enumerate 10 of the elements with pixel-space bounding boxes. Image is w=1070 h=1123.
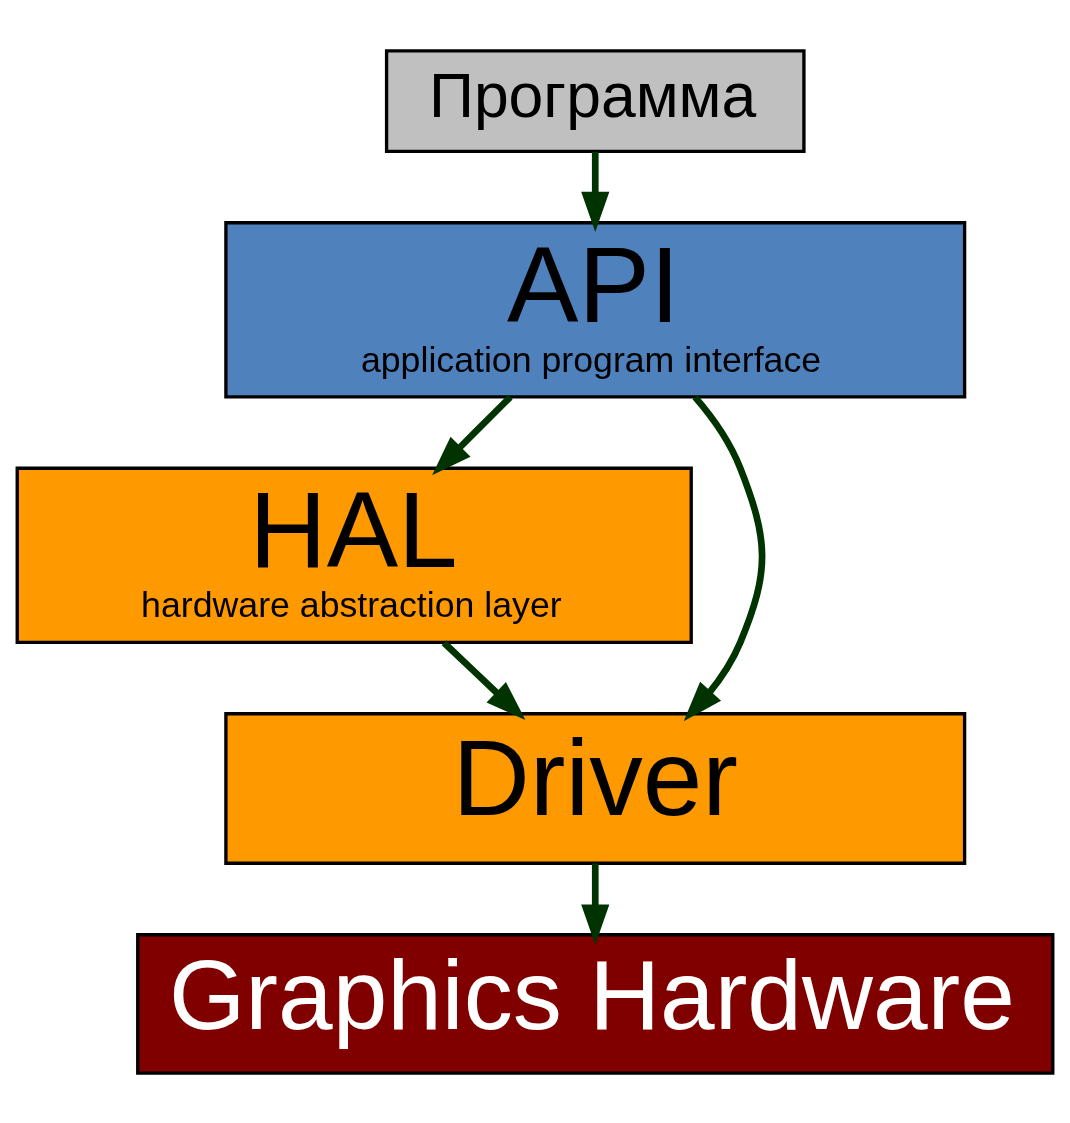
node-box: Программа (384, 48, 806, 153)
arrow (683, 394, 766, 721)
arrow (441, 639, 526, 720)
node-box: HAL hardware abstraction layer (15, 466, 693, 644)
node-box: Driver (224, 711, 967, 865)
node-box: API application program interface (224, 220, 967, 399)
arrow (581, 151, 610, 232)
node-box: Graphics Hardware (136, 932, 1055, 1075)
arrow (432, 394, 513, 475)
arrow (581, 862, 610, 945)
